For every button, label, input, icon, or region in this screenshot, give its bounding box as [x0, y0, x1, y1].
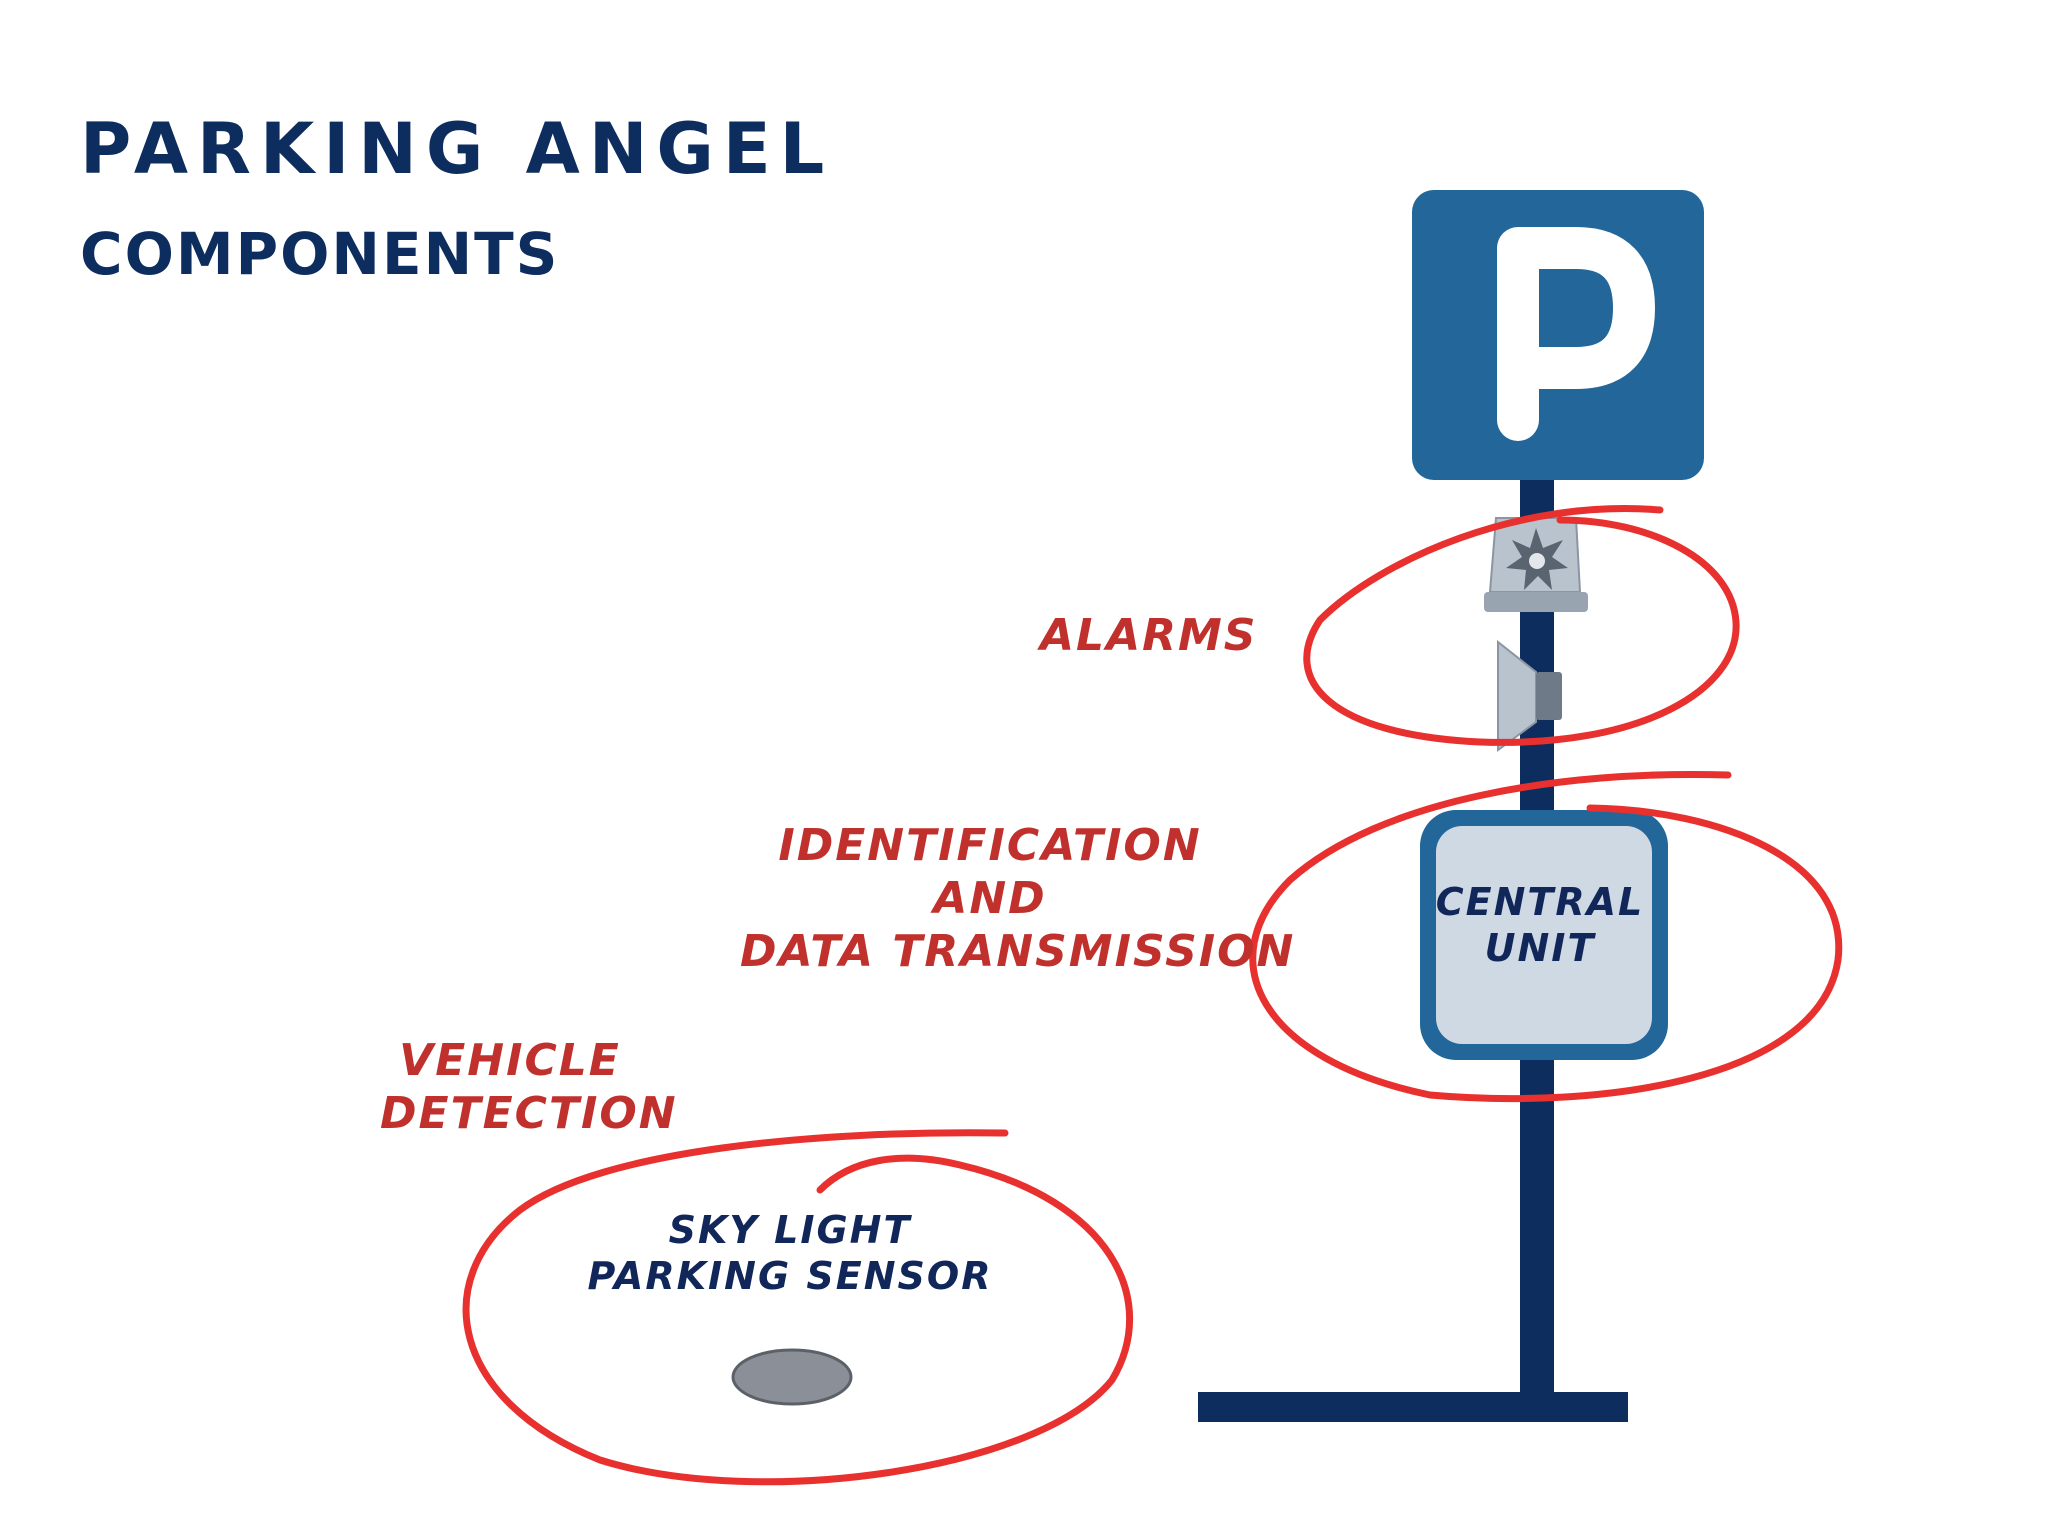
alarms-highlight-circle	[1303, 505, 1740, 746]
parking-sensor-line2: PARKING SENSOR	[587, 1253, 993, 1298]
parking-sensor-label: SKY LIGHT PARKING SENSOR	[580, 1208, 1000, 1299]
identification-label-line3: DATA TRANSMISSION	[740, 925, 1296, 977]
parking-sensor-line1: SKY LIGHT	[668, 1208, 912, 1252]
identification-label-line2: AND	[933, 872, 1047, 924]
central-unit-box	[1420, 810, 1668, 1060]
alarms-label-text: ALARMS	[1040, 610, 1258, 661]
parking-sign-icon	[1412, 190, 1704, 480]
vehicle-detection-label: VEHICLE DETECTION	[380, 1035, 678, 1141]
vehicle-detection-line2: DETECTION	[380, 1087, 678, 1139]
alarms-label: ALARMS	[1040, 610, 1258, 663]
pole-base	[1198, 1392, 1628, 1422]
identification-label-line1: IDENTIFICATION	[778, 820, 1202, 871]
vehicle-detection-line1: VEHICLE	[399, 1035, 621, 1086]
central-unit-line1: CENTRAL	[1435, 880, 1645, 924]
ground-sensor-icon	[731, 1348, 853, 1406]
central-unit-highlight-circle	[1249, 771, 1843, 1103]
beacon-light-icon	[1484, 517, 1588, 612]
identification-label: IDENTIFICATION AND DATA TRANSMISSION	[740, 820, 1296, 978]
siren-speaker-icon	[1497, 639, 1562, 752]
central-unit-line2: UNIT	[1484, 925, 1596, 970]
page-subtitle: COMPONENTS	[80, 220, 560, 288]
central-unit-label: CENTRAL UNIT	[1425, 880, 1655, 971]
sensor-highlight-circle	[462, 1129, 1133, 1486]
page-title: PARKING ANGEL	[80, 108, 834, 190]
